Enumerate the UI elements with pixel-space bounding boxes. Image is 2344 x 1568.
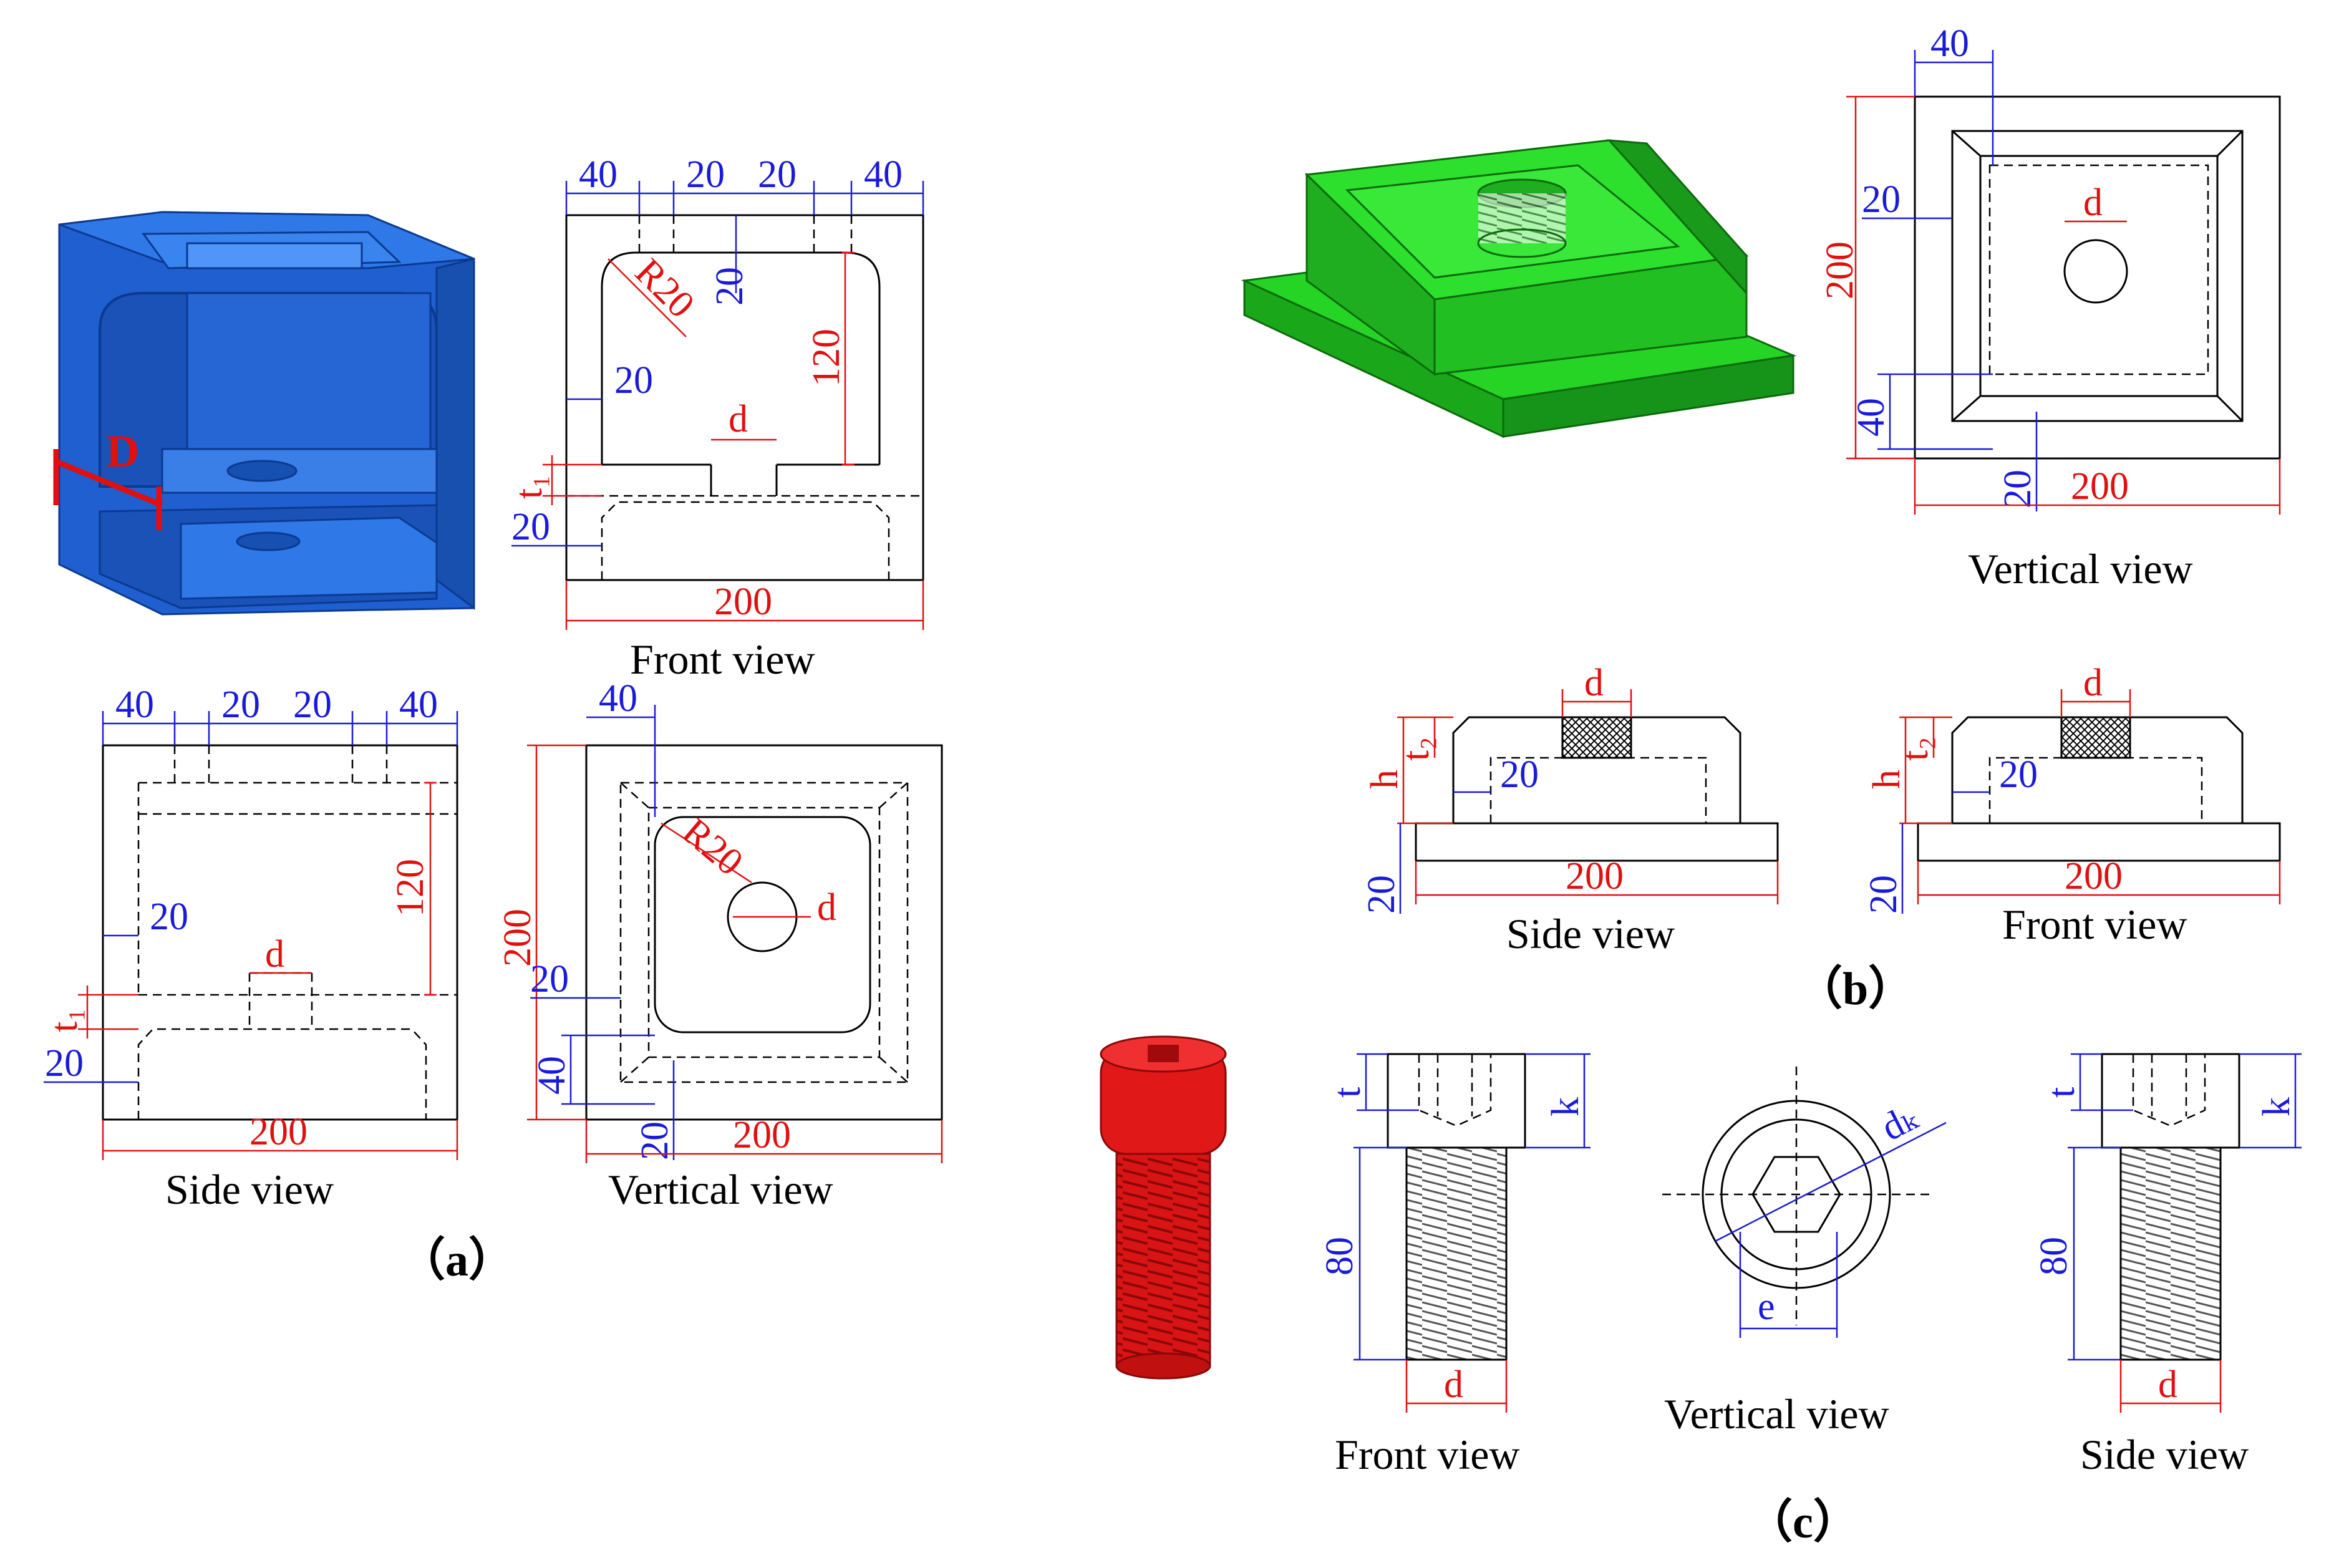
panel-b-vertical-dim-20-bottom: 20 bbox=[1997, 470, 2039, 508]
panel-b-front-dim-20-base: 20 bbox=[1862, 875, 1905, 914]
panel-b-front-view: d h t₂ 20 20 200 Front view bbox=[1862, 662, 2281, 948]
panel-a: D 40 20 20 40 bbox=[43, 153, 943, 1286]
panel-c-front-dim-k: k bbox=[1544, 1097, 1587, 1116]
panel-c-3d-bolt bbox=[1100, 1035, 1227, 1380]
panel-b-vertical-dim-40-top: 40 bbox=[1930, 22, 1969, 65]
panel-c-side-dim-d: d bbox=[2158, 1363, 2177, 1406]
panel-a-front-dim-d: d bbox=[729, 398, 748, 440]
panel-b-front-dim-200: 200 bbox=[2065, 855, 2123, 898]
panel-a-front-dim-20-vertical: 20 bbox=[709, 267, 751, 306]
panel-a-vertical-dim-d: d bbox=[817, 886, 836, 929]
panel-a-front-dim-120: 120 bbox=[805, 329, 848, 387]
panel-a-vertical-dim-200-left: 200 bbox=[496, 909, 539, 967]
panel-b-vertical-dim-200-bottom: 200 bbox=[2071, 465, 2129, 508]
panel-b-side-dim-20-inner: 20 bbox=[1500, 753, 1539, 796]
panel-c: t k 80 d Front view dₖ bbox=[1100, 1035, 2302, 1548]
panel-b-side-dim-h: h bbox=[1363, 770, 1406, 789]
panel-b-side-dim-d: d bbox=[1584, 662, 1604, 704]
panel-c-vertical-caption: Vertical view bbox=[1664, 1390, 1889, 1438]
panel-c-side-caption: Side view bbox=[2080, 1431, 2249, 1478]
panel-a-vertical-caption: Vertical view bbox=[608, 1166, 833, 1213]
panel-a-side-dim-20-bottom: 20 bbox=[45, 1042, 84, 1085]
panel-b-vertical-dim-40-left: 40 bbox=[1850, 398, 1892, 437]
panel-a-side-caption: Side view bbox=[165, 1166, 334, 1213]
panel-c-front-view: t k 80 d Front view bbox=[1319, 1053, 1591, 1478]
panel-c-label: （c） bbox=[1746, 1497, 1859, 1548]
panel-b-side-caption: Side view bbox=[1506, 910, 1675, 957]
panel-a-label: （a） bbox=[399, 1235, 515, 1286]
panel-b-front-dim-20-inner: 20 bbox=[1999, 753, 2038, 796]
panel-a-side-top-dim-4: 40 bbox=[399, 684, 438, 726]
panel-b-side-dim-20-base: 20 bbox=[1360, 875, 1403, 914]
panel-a-side-top-dim-3: 20 bbox=[293, 684, 332, 726]
panel-c-front-dim-d: d bbox=[1444, 1363, 1463, 1406]
panel-c-front-caption: Front view bbox=[1335, 1431, 1520, 1478]
panel-b-front-caption: Front view bbox=[2002, 901, 2187, 948]
panel-c-side-dim-t: t bbox=[2040, 1087, 2083, 1098]
panel-a-vertical-radius: R20 bbox=[674, 810, 751, 884]
panel-b-front-dim-d: d bbox=[2083, 662, 2103, 704]
panel-b-front-dim-h: h bbox=[1866, 770, 1908, 789]
panel-a-vertical-dim-40-top: 40 bbox=[599, 677, 637, 720]
panel-b-label: （b） bbox=[1796, 964, 1914, 1015]
panel-a-front-dim-20-bottom: 20 bbox=[511, 506, 550, 548]
panel-b-vertical-dim-20-left: 20 bbox=[1862, 178, 1901, 221]
panel-c-vertical-dim-e: e bbox=[1758, 1285, 1775, 1328]
panel-c-side-view: t k 80 d Side view bbox=[2033, 1053, 2302, 1478]
panel-a-front-top-dim-3: 20 bbox=[758, 153, 797, 196]
panel-b-side-dim-t2: t₂ bbox=[1395, 737, 1437, 761]
panel-a-vertical-dim-40-left: 40 bbox=[531, 1056, 573, 1095]
panel-c-vertical-view: dₖ e Vertical view bbox=[1662, 1067, 1947, 1438]
panel-a-3d-model: D bbox=[53, 211, 475, 616]
panel-a-dim-D: D bbox=[106, 426, 139, 477]
panel-a-side-dim-200: 200 bbox=[249, 1111, 308, 1153]
panel-a-front-caption: Front view bbox=[630, 636, 815, 683]
panel-a-vertical-dim-200-bottom: 200 bbox=[733, 1114, 791, 1156]
panel-a-side-dim-20-left: 20 bbox=[150, 896, 188, 938]
panel-b-3d-model bbox=[1241, 139, 1797, 438]
panel-b-vertical-caption: Vertical view bbox=[1968, 545, 2193, 593]
panel-a-front-radius: R20 bbox=[627, 251, 702, 326]
panel-a-front-view: 40 20 20 40 R20 20 120 20 d t₁ bbox=[508, 153, 924, 683]
panel-c-side-dim-80: 80 bbox=[2033, 1237, 2075, 1275]
panel-b-front-dim-t2: t₂ bbox=[1894, 737, 1936, 761]
panel-a-side-top-dim-1: 40 bbox=[115, 684, 154, 726]
panel-c-front-dim-t: t bbox=[1326, 1087, 1368, 1098]
panel-a-side-dim-t1: t₁ bbox=[43, 1008, 85, 1032]
panel-b-side-view: d h t₂ 20 20 200 Side view bbox=[1360, 662, 1779, 957]
panel-a-vertical-dim-20-left: 20 bbox=[530, 958, 569, 1000]
panel-a-front-dim-20-left: 20 bbox=[614, 359, 653, 402]
panel-b-vertical-dim-200-left: 200 bbox=[1819, 241, 1861, 299]
panel-b-vertical-view: 40 20 d 200 40 20 200 Vertical view bbox=[1819, 22, 2281, 593]
panel-a-front-top-dim-4: 40 bbox=[864, 153, 903, 196]
panel-c-side-dim-k: k bbox=[2255, 1097, 2298, 1116]
panel-b: 40 20 d 200 40 20 200 Vertical view bbox=[1241, 22, 2281, 1015]
panel-c-vertical-dim-dk: dₖ bbox=[1874, 1096, 1924, 1149]
panel-a-front-dim-200: 200 bbox=[714, 581, 772, 623]
panel-b-vertical-dim-d: d bbox=[2083, 181, 2103, 224]
panel-a-vertical-view: R20 d 40 200 20 40 20 200 Vertical view bbox=[496, 677, 943, 1213]
panel-a-side-view: 40 20 20 40 120 20 d t₁ 20 200 Side view bbox=[43, 684, 458, 1213]
panel-a-side-dim-d: d bbox=[265, 933, 284, 975]
panel-a-side-dim-120: 120 bbox=[389, 859, 432, 917]
panel-a-front-dim-t1: t₁ bbox=[508, 475, 550, 499]
panel-a-front-top-dim-1: 40 bbox=[579, 153, 617, 196]
panel-a-side-top-dim-2: 20 bbox=[221, 684, 260, 726]
panel-a-front-top-dim-2: 20 bbox=[686, 153, 725, 196]
panel-b-side-dim-200: 200 bbox=[1566, 855, 1624, 898]
panel-c-front-dim-80: 80 bbox=[1319, 1237, 1361, 1275]
